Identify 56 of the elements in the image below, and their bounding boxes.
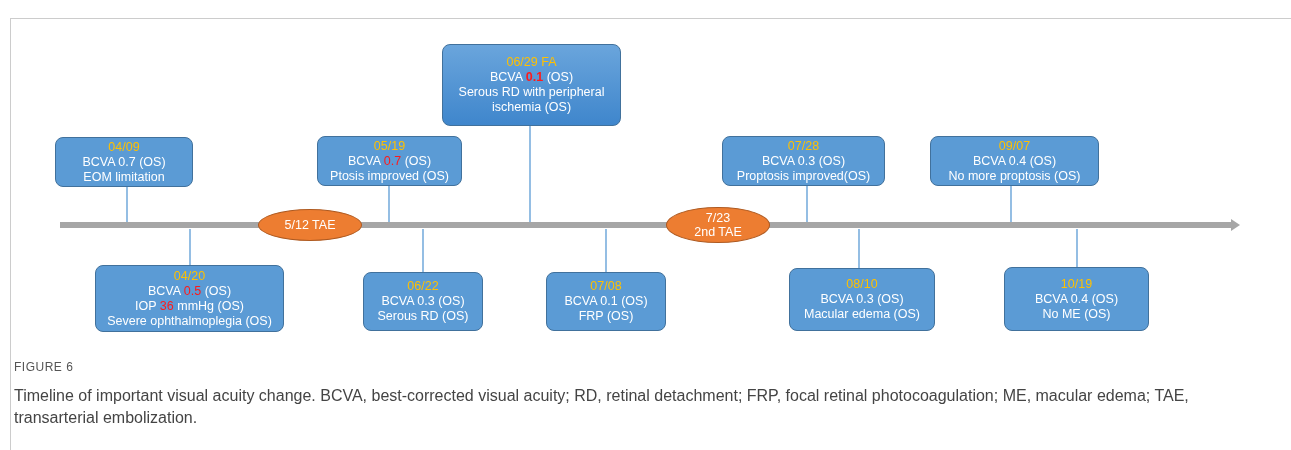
date-text: 06/29 FA	[505, 55, 558, 70]
event-box	[55, 137, 193, 187]
connector-line	[1010, 185, 1012, 223]
event-box	[317, 136, 462, 186]
date-text: 09/07	[997, 138, 1032, 154]
date-text: 04/09	[107, 139, 141, 155]
connector-line	[126, 186, 128, 223]
event-text: FRP (OS)	[577, 309, 635, 324]
event-box	[722, 136, 885, 186]
connector-line	[388, 185, 390, 223]
event-box	[363, 272, 483, 331]
connector-line	[422, 228, 424, 273]
event-text: BCVA 0.4 (OS)	[971, 153, 1058, 169]
connector-line	[858, 228, 860, 269]
event-box	[1004, 267, 1149, 331]
event-text: Macular edema (OS)	[803, 307, 921, 322]
event-text: EOM limitation	[82, 169, 166, 185]
date-text: 07/08	[589, 279, 623, 294]
event-text: No ME (OS)	[1041, 306, 1112, 322]
event-box	[95, 265, 284, 332]
event-text: Ptosis improved (OS)	[329, 168, 450, 184]
event-text: IOP 36 mmHg (OS)	[134, 298, 245, 314]
event-box	[789, 268, 935, 331]
event-text: 2nd TAE	[694, 225, 742, 239]
date-text: 04/20	[172, 268, 207, 284]
date-text: 08/10	[845, 277, 879, 292]
event-text: 7/23	[705, 211, 731, 225]
figure-label: FIGURE 6	[14, 360, 74, 374]
date-text: 05/19	[372, 138, 407, 154]
event-text: BCVA 0.1 (OS)	[488, 70, 575, 85]
event-text: Serous RD (OS)	[376, 309, 470, 324]
event-text: Severe ophthalmoplegia (OS)	[106, 313, 273, 329]
event-text: BCVA 0.3 (OS)	[819, 292, 905, 307]
event-text: BCVA 0.3 (OS)	[760, 153, 847, 169]
event-text: BCVA 0.7 (OS)	[346, 153, 433, 169]
event-text: No more proptosis (OS)	[947, 168, 1082, 184]
event-box	[930, 136, 1099, 186]
connector-line	[1076, 228, 1078, 268]
event-text: 5/12 TAE	[284, 218, 336, 232]
date-text: 06/22	[406, 279, 440, 294]
event-text: Serous RD with peripheral ischemia (OS)	[457, 85, 606, 115]
connector-line	[189, 228, 191, 266]
connector-line	[806, 185, 808, 223]
event-text: BCVA 0.1 (OS)	[563, 294, 649, 309]
date-text: 07/28	[786, 138, 821, 154]
event-text: BCVA 0.4 (OS)	[1033, 291, 1120, 307]
event-box	[442, 44, 621, 126]
caption-text: Timeline of important visual acuity change. BCVA, best-corrected visual acuity; RD, retinal detachment; FRP, focal retinal photocoagulation; ME, macular edema; TAE, transarterial embolization.	[14, 386, 1190, 428]
event-text: BCVA 0.5 (OS)	[146, 283, 233, 299]
event-text: BCVA 0.3 (OS)	[380, 294, 466, 309]
connector-line	[605, 228, 607, 273]
event-text: Proptosis improved(OS)	[735, 168, 872, 184]
date-text: 10/19	[1059, 276, 1094, 292]
event-box	[546, 272, 666, 331]
connector-line	[529, 125, 531, 223]
event-text: BCVA 0.7 (OS)	[81, 154, 167, 170]
